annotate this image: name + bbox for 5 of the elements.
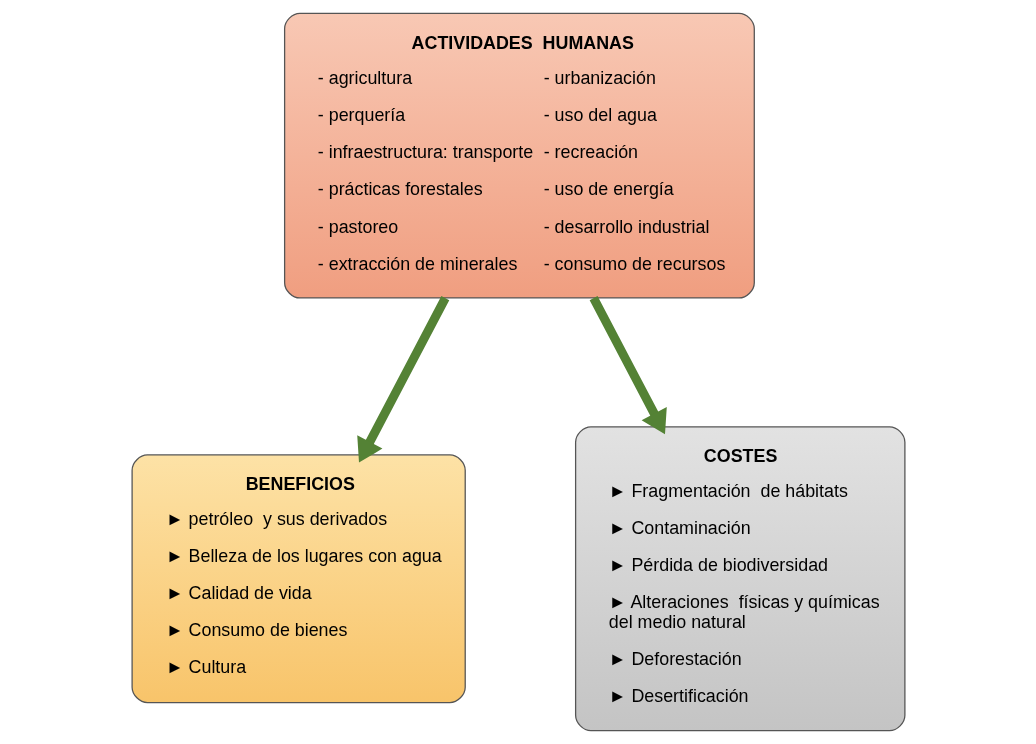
arrow: [589, 296, 667, 435]
node-box: COSTES ► Fragmentación de hábitats ► Contaminación ► Pérdida de biodiversidad ► Alteraciones físicas y químicas del medio natural ► Deforestación ► Desertificación: [574, 426, 906, 732]
node-box: ACTIVIDADES HUMANAS - agricultura - urbanización - perquería - uso del agua - infraestructura: transporte - recreación - prácticas forestales - uso de energía - pastoreo - desarrollo industrial - extracción de minerales - consumo de recursos: [283, 12, 755, 299]
arrow: [356, 296, 449, 463]
node-box: BENEFICIOS ► petróleo y sus derivados ► Belleza de los lugares con agua ► Calidad de vida ► Consumo de bienes ► Cultura: [130, 454, 466, 704]
